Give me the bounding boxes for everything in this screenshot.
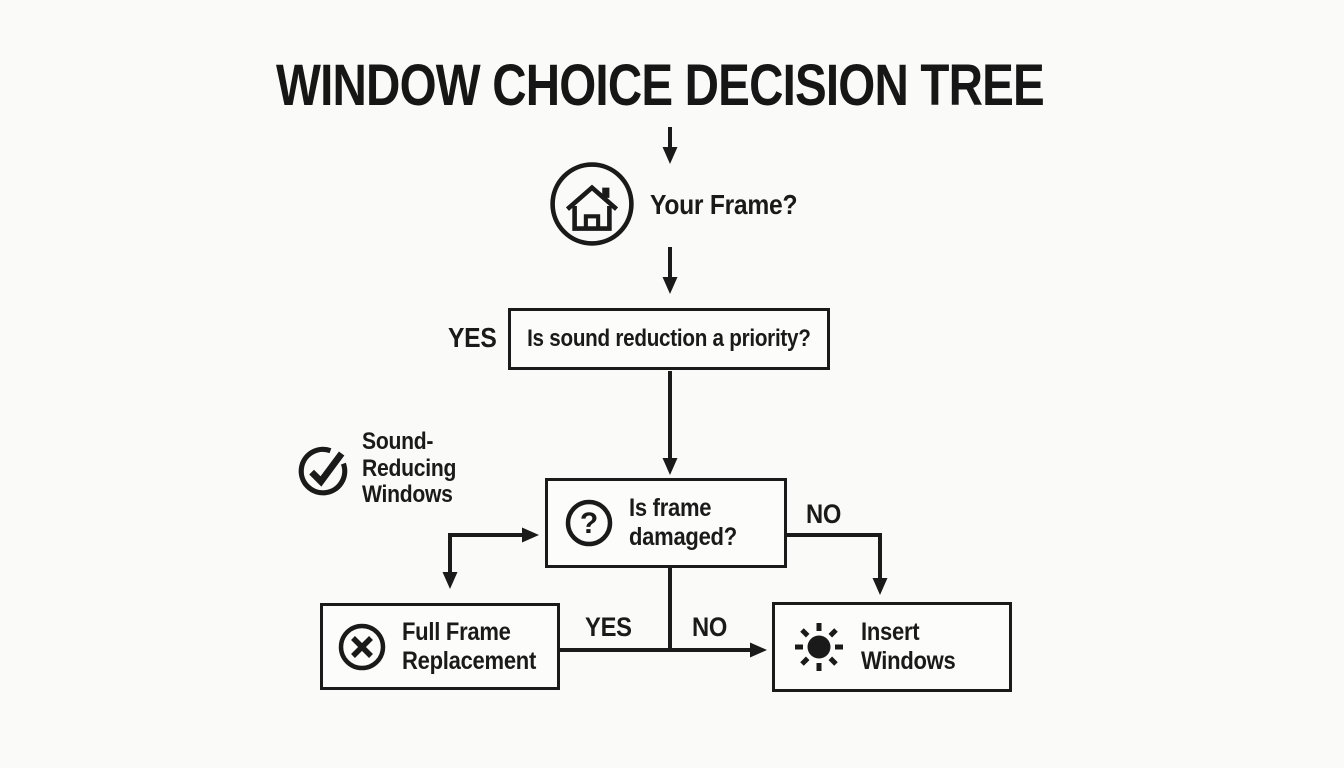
edge-label-yes-top: YES <box>448 322 497 353</box>
node-frame-damaged-label: Is frame damaged? <box>629 494 737 551</box>
page-title: WINDOW CHOICE DECISION TREE <box>276 53 1045 118</box>
node-frame-damaged: ? Is frame damaged? <box>545 478 787 568</box>
elbow-left <box>448 533 523 573</box>
your-frame-label: Your Frame? <box>650 189 798 220</box>
edge-label-yes-bottom: YES <box>585 612 632 642</box>
svg-text:?: ? <box>580 507 598 540</box>
edge-label-no-right: NO <box>806 499 842 529</box>
sound-reducing-windows-label: Sound- Reducing Windows <box>362 428 457 508</box>
node-insert-windows: Insert Windows <box>772 602 1012 692</box>
node-full-frame-label: Full Frame Replacement <box>402 617 537 675</box>
question-circle-icon: ? <box>564 498 614 548</box>
check-circle-icon <box>294 440 352 498</box>
node-insert-windows-label: Insert Windows <box>861 618 956 675</box>
x-circle-icon <box>337 622 387 672</box>
edge-label-no-bottom: NO <box>692 612 728 642</box>
node-full-frame-replacement: Full Frame Replacement <box>320 603 560 690</box>
node-sound-priority-label: Is sound reduction a priority? <box>527 325 811 352</box>
house-icon <box>548 160 636 248</box>
node-sound-priority: Is sound reduction a priority? <box>508 308 830 370</box>
elbow-right-no <box>787 533 882 579</box>
sun-icon <box>793 621 845 673</box>
